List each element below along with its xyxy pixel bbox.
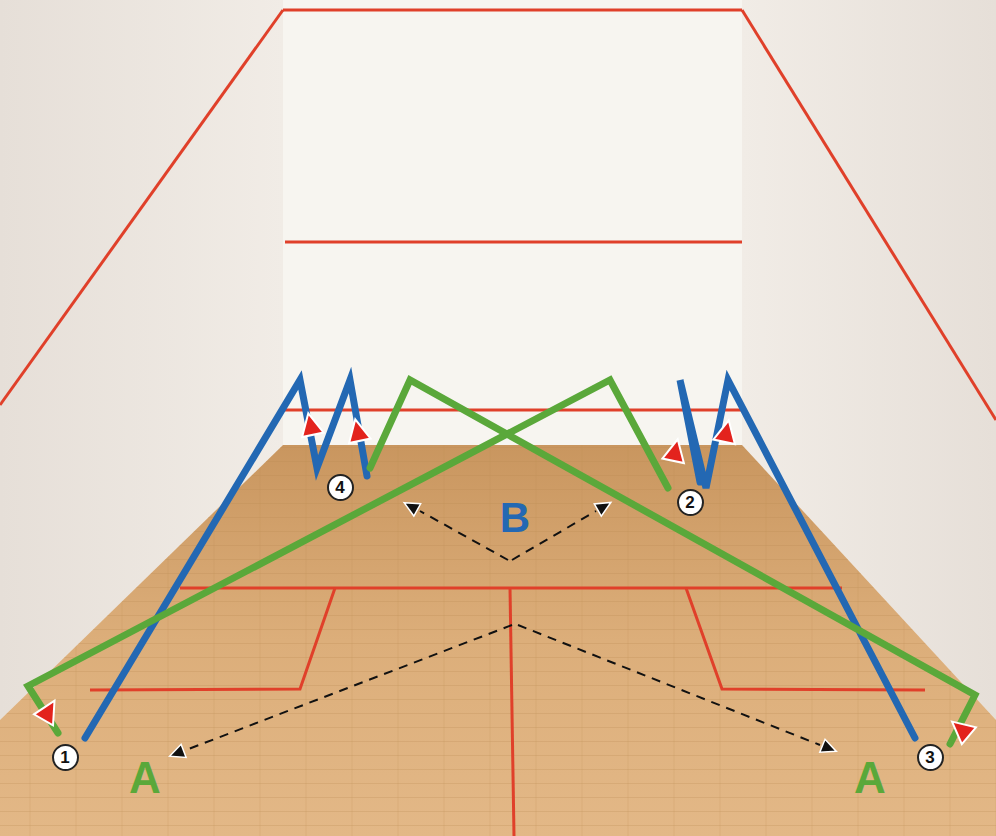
callout-circle: 3 xyxy=(917,744,944,771)
position-letter: A xyxy=(854,756,886,800)
blue-shot xyxy=(85,380,367,738)
callout-circle: 2 xyxy=(677,489,704,516)
blue-shot xyxy=(680,380,915,738)
court-lines xyxy=(0,10,996,836)
floor xyxy=(0,445,996,836)
callout-number: 3 xyxy=(925,749,934,766)
position-letter: B xyxy=(500,497,530,539)
callout-number: 1 xyxy=(60,749,69,766)
shot-paths xyxy=(28,380,975,744)
green-shot xyxy=(370,380,975,744)
movement-arrowheads xyxy=(167,496,839,762)
callout-circle: 1 xyxy=(52,744,79,771)
floor-planks xyxy=(0,445,996,836)
callout-number: 2 xyxy=(685,494,694,511)
callout-circle: 4 xyxy=(327,474,354,501)
position-letter: A xyxy=(129,756,161,800)
green-shot xyxy=(28,380,668,733)
callout-number: 4 xyxy=(335,479,344,496)
red-arrowheads xyxy=(34,411,976,744)
movement-arrows xyxy=(186,511,820,750)
